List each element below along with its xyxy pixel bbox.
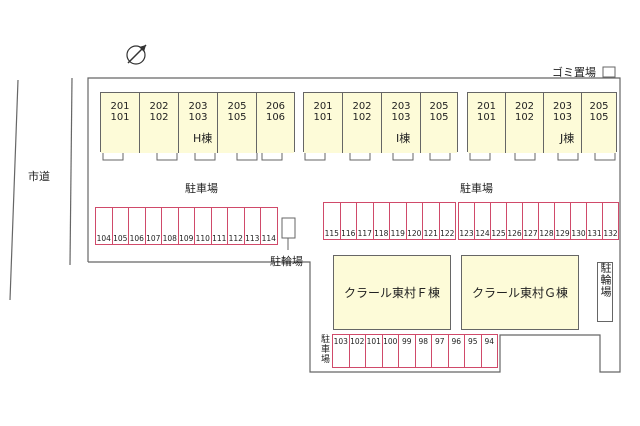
parking-slot-94: 94: [480, 334, 498, 368]
parking-slot-127: 127: [522, 202, 539, 240]
parking-slot-99: 99: [398, 334, 416, 368]
bike-label-left: 駐輪場: [270, 255, 303, 268]
parking-slot-122: 122: [438, 202, 456, 240]
parking-slot-116: 116: [339, 202, 357, 240]
parking-slot-97: 97: [431, 334, 449, 368]
parking-slot-111: 111: [210, 207, 228, 245]
parking-slot-118: 118: [372, 202, 390, 240]
parking-slot-113: 113: [243, 207, 261, 245]
building-i-label: I棟: [396, 132, 411, 145]
parking-slot-130: 130: [570, 202, 587, 240]
parking-slot-123: 123: [458, 202, 475, 240]
garbage-label: ゴミ置場: [552, 66, 596, 79]
bike-label-right: 駐輪場: [599, 262, 612, 298]
parking-slot-115: 115: [323, 202, 341, 240]
parking-slot-100: 100: [381, 334, 399, 368]
parking-slot-110: 110: [194, 207, 212, 245]
parking-slot-105: 105: [111, 207, 129, 245]
north-arrow-icon: [126, 44, 147, 65]
road-line-left: [9, 79, 19, 301]
building-f: クラール東村Ｆ棟: [333, 255, 451, 330]
parking-slot-108: 108: [161, 207, 179, 245]
parking-slot-121: 121: [422, 202, 440, 240]
parking-slot-132: 132: [602, 202, 619, 240]
garbage-box-icon: [602, 66, 616, 78]
parking-slot-120: 120: [405, 202, 423, 240]
bike-rack-box: [281, 217, 296, 239]
building-h-label: H棟: [193, 132, 213, 145]
parking-slot-119: 119: [389, 202, 407, 240]
parking-slot-114: 114: [260, 207, 278, 245]
parking-slot-107: 107: [144, 207, 162, 245]
parking-slot-125: 125: [490, 202, 507, 240]
parking-slot-131: 131: [586, 202, 603, 240]
parking-slot-101: 101: [365, 334, 383, 368]
parking-slot-96: 96: [447, 334, 465, 368]
parking-slot-129: 129: [554, 202, 571, 240]
small-parking-label: 駐車場: [319, 334, 329, 364]
parking-slot-124: 124: [474, 202, 491, 240]
parking-slot-104: 104: [95, 207, 113, 245]
parking-slot-98: 98: [414, 334, 432, 368]
lot-boundary: [87, 77, 621, 373]
parking-slot-128: 128: [538, 202, 555, 240]
parking-slot-106: 106: [128, 207, 146, 245]
building-g: クラール東村Ｇ棟: [461, 255, 579, 330]
bike-rack-right: [597, 262, 613, 322]
parking-slot-103: 103: [332, 334, 350, 368]
road-line-right: [69, 77, 73, 266]
parking-slot-117: 117: [356, 202, 374, 240]
parking-slot-102: 102: [348, 334, 366, 368]
parking-slot-109: 109: [177, 207, 195, 245]
parking-slot-95: 95: [464, 334, 482, 368]
parking-label-left: 駐車場: [185, 182, 218, 195]
road-label: 市道: [28, 170, 50, 183]
building-j-label: J棟: [560, 132, 575, 145]
parking-slot-112: 112: [227, 207, 245, 245]
parking-slot-126: 126: [506, 202, 523, 240]
parking-label-right: 駐車場: [460, 182, 493, 195]
